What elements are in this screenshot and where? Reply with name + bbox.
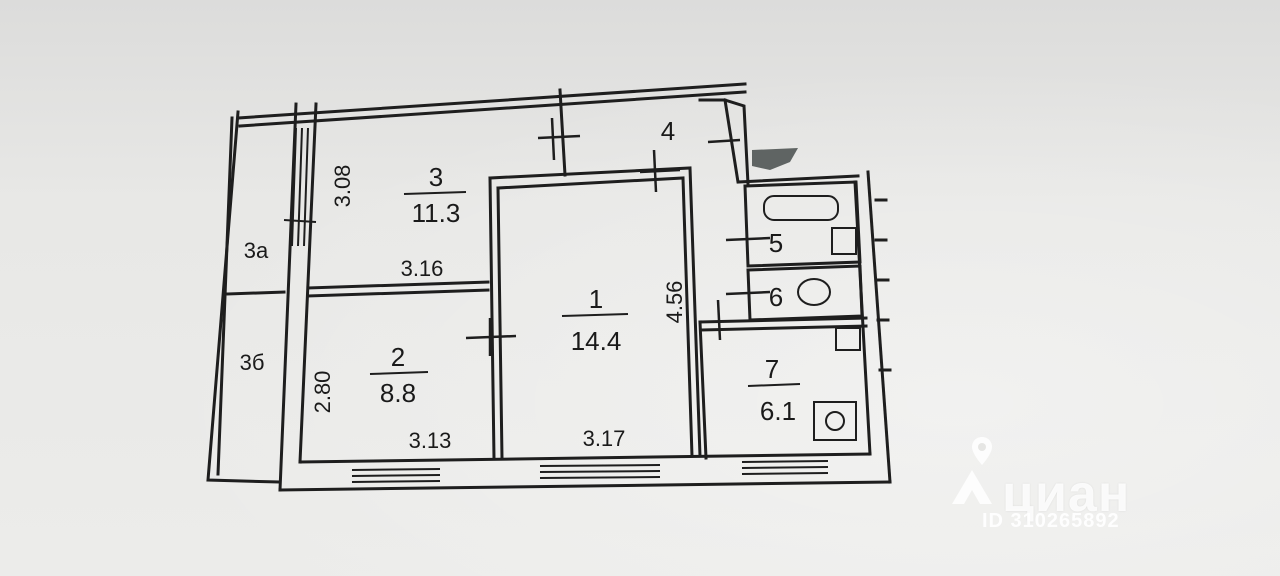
room1-walls (488, 166, 702, 458)
door-kitchen (716, 299, 722, 341)
wall-room3-room2-2 (306, 288, 490, 298)
door-wc (725, 290, 771, 296)
balcony-inner (216, 116, 234, 476)
bottom-exterior-wall-inner (298, 452, 872, 464)
door-bath (725, 236, 771, 242)
room2-number: 2 (391, 342, 405, 372)
location-pin-icon (972, 437, 992, 465)
kitchen-top-wall-2 (700, 324, 868, 332)
bottom-exterior-wall (278, 480, 892, 492)
room1-area: 14.4 (571, 326, 622, 356)
stove-icon (813, 401, 857, 441)
dim-room2-height: 2.80 (310, 371, 335, 414)
balcony-divider (226, 290, 286, 296)
door-room1 (639, 149, 681, 193)
window-bottom-1 (351, 468, 441, 483)
wc-number: 6 (769, 282, 783, 312)
hall-right-wall-2 (723, 98, 750, 186)
balcony-b-label: 3б (240, 350, 265, 375)
toilet-icon (797, 278, 831, 306)
left-exterior-wall-2 (298, 102, 318, 464)
wall-room3-room2 (306, 280, 490, 290)
room3-area: 11.3 (412, 198, 461, 228)
bath-number: 5 (769, 228, 783, 258)
room1-number: 1 (589, 284, 603, 314)
cian-logo-icon (952, 470, 992, 504)
bath-sink-icon (831, 227, 857, 255)
room7-number: 7 (765, 354, 779, 384)
cian-watermark: циан ID 310265892 (948, 436, 1178, 536)
wc-outline (746, 264, 864, 322)
kitchen-top-wall (698, 316, 868, 324)
room1-walls-inner (496, 176, 694, 458)
room1-left-wall (488, 176, 496, 460)
cian-brand: циан (1002, 465, 1131, 523)
room7-area: 6.1 (760, 396, 796, 426)
door-room2 (465, 318, 517, 356)
window-left-a (291, 127, 309, 247)
room2-area: 8.8 (380, 378, 416, 408)
stove-burner-icon (825, 411, 845, 431)
room3-number: 3 (429, 162, 443, 192)
dim-room1-height: 4.56 (662, 281, 687, 324)
room1-left-wall-2 (496, 186, 504, 460)
hall-number: 4 (661, 116, 675, 146)
window-bottom-3 (741, 460, 829, 475)
dim-room1-width: 3.17 (583, 426, 626, 451)
balcony-a-label: 3а (244, 238, 269, 263)
outer-top-wall (236, 82, 747, 120)
window-bottom-2 (539, 464, 661, 479)
dim-room3-width: 3.16 (401, 256, 444, 281)
redaction-mark (752, 148, 798, 170)
kitchen-left-wall (698, 320, 708, 460)
window-tick-left (283, 219, 317, 223)
outer-top-wall-inner (238, 90, 747, 128)
door-room3 (537, 117, 581, 161)
door-hall-top (707, 138, 741, 144)
left-exterior-wall (278, 102, 298, 492)
bathtub-icon (763, 195, 839, 221)
kitchen-sink-icon (835, 327, 861, 351)
wall-room3-hall (558, 88, 567, 177)
dim-room3-height: 3.08 (330, 165, 355, 208)
right-wall-ticks (874, 198, 892, 372)
listing-id: ID 310265892 (982, 510, 1120, 532)
right-exterior-wall (866, 170, 892, 484)
dim-room2-width: 3.13 (409, 428, 452, 453)
